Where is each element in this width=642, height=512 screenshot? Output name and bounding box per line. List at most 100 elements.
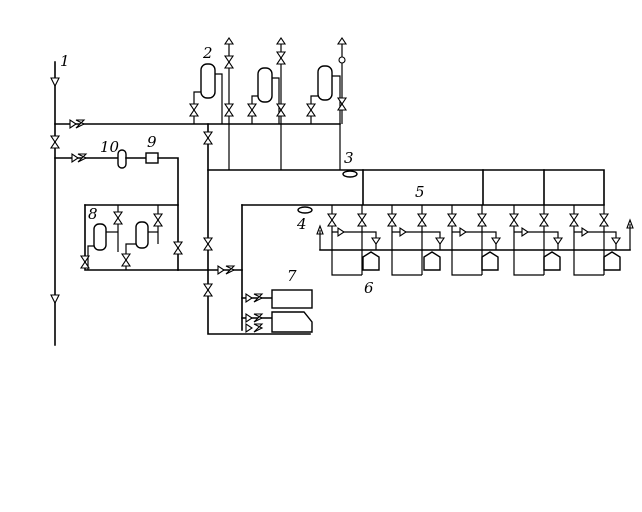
valve-icon (152, 213, 164, 221)
check-valve-icon (399, 226, 407, 238)
valve-icon (508, 219, 520, 227)
valve-icon (112, 211, 124, 219)
valve-icon (598, 213, 610, 221)
valve-icon (416, 219, 428, 227)
vent-arrow-icon (223, 37, 235, 45)
valve-icon (253, 323, 264, 333)
main-valve-top-icon (49, 135, 61, 143)
valve-icon (446, 219, 458, 227)
check-valve-icon (581, 226, 589, 238)
valve-icon (202, 137, 214, 145)
main-valve-bottom-icon (49, 141, 61, 149)
check-valve-icon (245, 322, 253, 334)
valve-icon (223, 103, 235, 111)
check-valve-icon (521, 226, 529, 238)
valve-icon (476, 219, 488, 227)
valve-icon (434, 237, 446, 245)
valve-icon (275, 57, 287, 65)
consumer-unit (423, 251, 441, 271)
receiver-group-2 (188, 37, 348, 170)
valve-icon (79, 261, 91, 269)
consumer-unit (543, 251, 561, 271)
valve-icon (202, 237, 214, 245)
valve-icon (253, 293, 264, 303)
header-check-valve-icon (69, 118, 77, 130)
inlet-arrow-icon (50, 77, 60, 88)
label-7: 7 (287, 267, 297, 285)
separator-4 (297, 206, 313, 214)
separator-9 (145, 152, 159, 164)
valve-icon (552, 237, 564, 245)
label-6: 6 (364, 279, 374, 297)
label-1: 1 (60, 52, 70, 70)
valve-icon (476, 213, 488, 221)
consumer-unit (481, 251, 499, 271)
valve-icon (112, 217, 124, 225)
vent-arrow-icon (336, 37, 348, 45)
receiver-vessel (257, 67, 273, 103)
separator-3 (342, 170, 358, 178)
compressor-group-7 (241, 289, 313, 334)
valve-icon (253, 313, 264, 323)
receiver-vessel (200, 63, 216, 99)
gauge-icon (338, 56, 346, 64)
valve-icon (202, 243, 214, 251)
valve-icon (202, 289, 214, 297)
valve-icon (568, 219, 580, 227)
label-2: 2 (202, 44, 213, 62)
valve-icon (305, 109, 317, 117)
valve-icon (152, 219, 164, 227)
label-4: 4 (296, 215, 307, 233)
valve-icon (120, 259, 132, 267)
valve-icon (370, 237, 382, 245)
valve-icon (508, 213, 520, 221)
consumer-unit (362, 251, 380, 271)
compressor (271, 289, 313, 309)
valve-icon (386, 219, 398, 227)
consumer-unit (603, 251, 621, 271)
valve-icon (188, 109, 200, 117)
valve-icon (305, 103, 317, 111)
consumer-units-6 (326, 205, 622, 276)
valve-icon (275, 109, 287, 117)
valve-icon (275, 51, 287, 59)
valve-icon (326, 213, 338, 221)
vessel-group-8 (79, 204, 184, 271)
label-5: 5 (415, 183, 425, 201)
check-valve-icon (217, 264, 225, 276)
main-supply-line (49, 61, 61, 346)
check-valve-icon (245, 312, 253, 324)
valve-icon (610, 237, 622, 245)
valve-icon (568, 213, 580, 221)
valve-icon (490, 237, 502, 245)
valve-icon (446, 213, 458, 221)
vent-arrow-icon (275, 37, 287, 45)
valve-icon (386, 213, 398, 221)
valve-icon (538, 219, 550, 227)
valve-icon (246, 109, 258, 117)
label-3: 3 (344, 149, 354, 167)
dryer-branch (54, 149, 179, 271)
check-valve-icon (337, 226, 345, 238)
outlet-arrow-icon (50, 294, 60, 305)
valve-icon (336, 103, 348, 111)
valve-icon (223, 109, 235, 117)
upper-header (54, 118, 341, 130)
valve-icon (223, 55, 235, 63)
valve-icon (416, 213, 428, 221)
valve-icon (598, 219, 610, 227)
check-valve-icon (71, 152, 79, 164)
valve-icon (172, 247, 184, 255)
vessel (93, 223, 107, 251)
header-valve-icon (75, 119, 86, 129)
vessel (135, 221, 149, 249)
compressor (271, 311, 313, 333)
central-riser (177, 123, 311, 335)
valve-icon (77, 153, 88, 163)
valve-icon (120, 253, 132, 261)
valve-icon (356, 213, 368, 221)
callout-labels: 1 2 3 4 5 6 7 8 9 10 (60, 44, 425, 297)
valve-icon (246, 103, 258, 111)
valve-icon (172, 241, 184, 249)
